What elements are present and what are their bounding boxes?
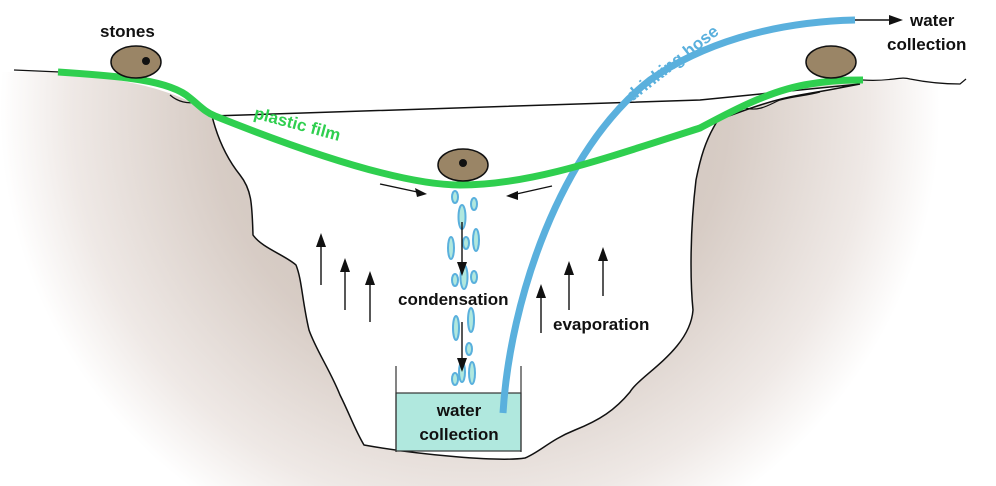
droplet: [447, 236, 455, 260]
droplet: [467, 307, 475, 333]
arrow-evaporation-left-3: [365, 271, 375, 322]
drinking-hose-label: drinking hose: [623, 22, 723, 106]
droplet: [452, 315, 460, 341]
plastic-film: [57, 68, 864, 189]
droplet: [472, 228, 480, 252]
drinking-hose: [499, 16, 856, 414]
pit-outline: [211, 83, 861, 460]
droplet: [465, 342, 473, 356]
ground-bump-right: [744, 91, 821, 110]
droplet: [468, 361, 476, 385]
stone-center: [437, 148, 489, 182]
container-label-line2: collection: [419, 425, 498, 444]
arrow-condensation-top: [457, 222, 467, 276]
arrow-evaporation-left-1: [316, 233, 326, 285]
ground-line-right: [862, 77, 967, 85]
condensation-label: condensation: [398, 290, 509, 309]
droplet: [451, 190, 459, 204]
ground-line-left: [13, 69, 61, 73]
stones-label: stones: [100, 22, 155, 41]
arrow-inward-right: [506, 185, 553, 200]
evaporation-label: evaporation: [553, 315, 649, 334]
stone-left-dot: [142, 57, 150, 65]
arrow-evaporation-left-2: [340, 258, 350, 310]
droplet: [451, 273, 459, 287]
droplet: [470, 197, 478, 211]
arrow-to-water-collection: [855, 15, 903, 25]
arrow-evaporation-right-1: [536, 284, 546, 333]
stone-center-dot: [459, 159, 467, 167]
water-collection-top-label-line2: collection: [887, 35, 966, 54]
water-collection-top-label-line1: water: [909, 11, 955, 30]
droplet: [451, 372, 459, 386]
droplet: [462, 236, 470, 250]
arrow-evaporation-right-3: [598, 247, 608, 296]
stone-left: [110, 45, 162, 79]
droplet: [470, 270, 478, 284]
arrow-evaporation-right-2: [564, 261, 574, 310]
arrow-condensation-bottom: [457, 322, 467, 372]
arrow-inward-left: [379, 183, 427, 197]
container-label-line1: water: [436, 401, 482, 420]
droplets: [447, 190, 480, 386]
stone-right: [805, 45, 857, 79]
